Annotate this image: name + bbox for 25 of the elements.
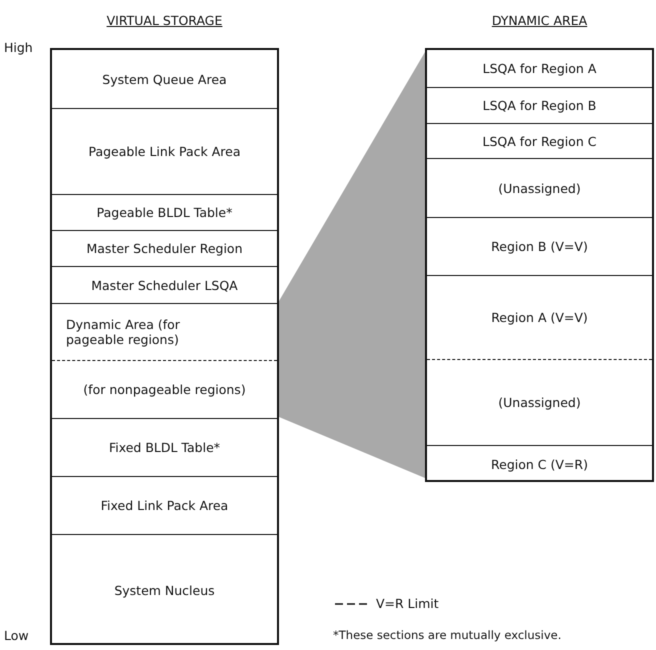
section-label: LSQA for Region B <box>482 98 596 113</box>
expansion-wedge <box>279 52 425 478</box>
section-label: (for nonpageable regions) <box>83 382 246 397</box>
section-label: Fixed BLDL Table* <box>108 440 220 455</box>
section-label: Region A (V=V) <box>491 310 588 325</box>
section-label: Region B (V=V) <box>491 239 588 254</box>
section-label: (Unassigned) <box>498 395 581 410</box>
section-label: LSQA for Region A <box>482 61 596 76</box>
section-label: Pageable BLDL Table* <box>96 205 232 220</box>
section-label: System Queue Area <box>102 72 227 86</box>
axis-label: Low <box>4 628 29 643</box>
legend-label: V=R Limit <box>376 596 439 611</box>
section-label: Master Scheduler LSQA <box>91 278 238 292</box>
section-label: Master Scheduler Region <box>86 241 242 256</box>
section-label: (Unassigned) <box>498 180 581 196</box>
section-label: Pageable Link Pack Area <box>88 144 241 159</box>
footnote: *These sections are mutually exclusive. <box>333 628 562 642</box>
section-label: Region C (V=R) <box>491 456 588 472</box>
axis-label: High <box>4 40 33 55</box>
column-heading: DYNAMIC AREA <box>492 13 588 28</box>
column-heading: VIRTUAL STORAGE <box>106 13 222 28</box>
section-label: LSQA for Region C <box>482 134 596 148</box>
section-label: Fixed Link Pack Area <box>100 498 228 513</box>
section-label: Dynamic Area (for pageable regions) <box>66 317 181 347</box>
section-label: System Nucleus <box>114 582 215 598</box>
